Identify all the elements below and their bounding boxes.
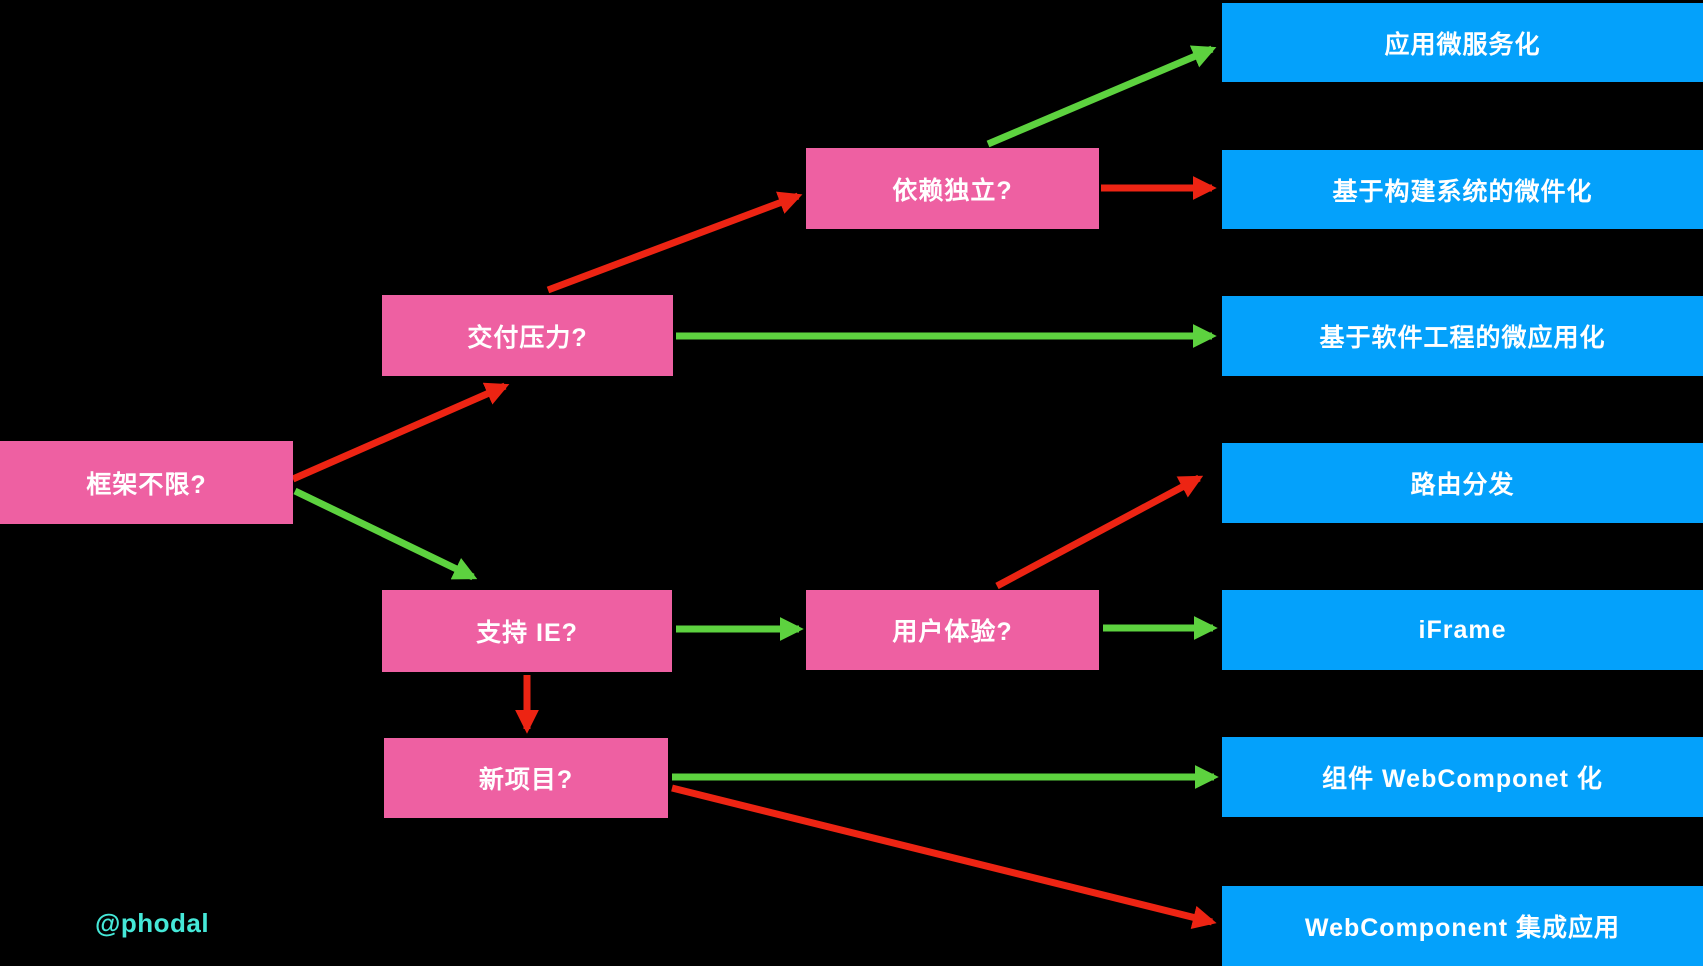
arrow-dependency-independent-to-app-microservice [986,45,1217,148]
arrow-frame-unlimited-to-support-ie [293,487,478,581]
outcome-node-iframe: iFrame [1222,590,1703,670]
outcome-node-label: iFrame [1418,615,1507,644]
outcome-node-webcomponent-ify: 组件 WebComponet 化 [1222,737,1703,817]
outcome-node-app-microservice: 应用微服务化 [1222,3,1703,82]
outcome-node-label: 基于构建系统的微件化 [1332,177,1593,206]
decision-node-label: 支持 IE? [476,619,578,647]
arrow-user-experience-to-route-dispatch [995,474,1204,590]
outcome-node-software-eng-microapp: 基于软件工程的微应用化 [1222,296,1703,376]
decision-node-label: 交付压力? [467,323,588,352]
decision-node-new-project: 新项目? [384,738,668,818]
decision-node-user-experience: 用户体验? [806,590,1099,670]
decision-node-dependency-independent: 依赖独立? [806,148,1099,229]
outcome-node-label: 基于软件工程的微应用化 [1319,324,1606,352]
outcome-node-label: 路由分发 [1410,471,1515,499]
arrow-delivery-pressure-to-dependency-independent [546,191,803,294]
arrow-frame-unlimited-to-delivery-pressure [291,382,510,483]
decision-node-label: 依赖独立? [892,176,1013,205]
outcome-node-webcomponent-app: WebComponent 集成应用 [1222,886,1703,966]
decision-node-label: 用户体验? [892,618,1013,646]
outcome-node-label: 组件 WebComponet 化 [1322,765,1603,793]
decision-node-frame-unlimited: 框架不限? [0,441,293,524]
outcome-node-label: WebComponent 集成应用 [1304,914,1621,942]
credit-handle: @phodal [95,908,210,938]
outcome-node-build-system-widget: 基于构建系统的微件化 [1222,150,1703,229]
outcome-node-label: 应用微服务化 [1384,30,1541,59]
decision-node-label: 框架不限? [86,470,207,499]
arrow-new-project-to-webcomponent-app [671,784,1217,929]
decision-node-delivery-pressure: 交付压力? [382,295,673,376]
outcome-node-route-dispatch: 路由分发 [1222,443,1703,523]
decision-node-support-ie: 支持 IE? [382,590,672,672]
decision-node-label: 新项目? [478,766,574,794]
